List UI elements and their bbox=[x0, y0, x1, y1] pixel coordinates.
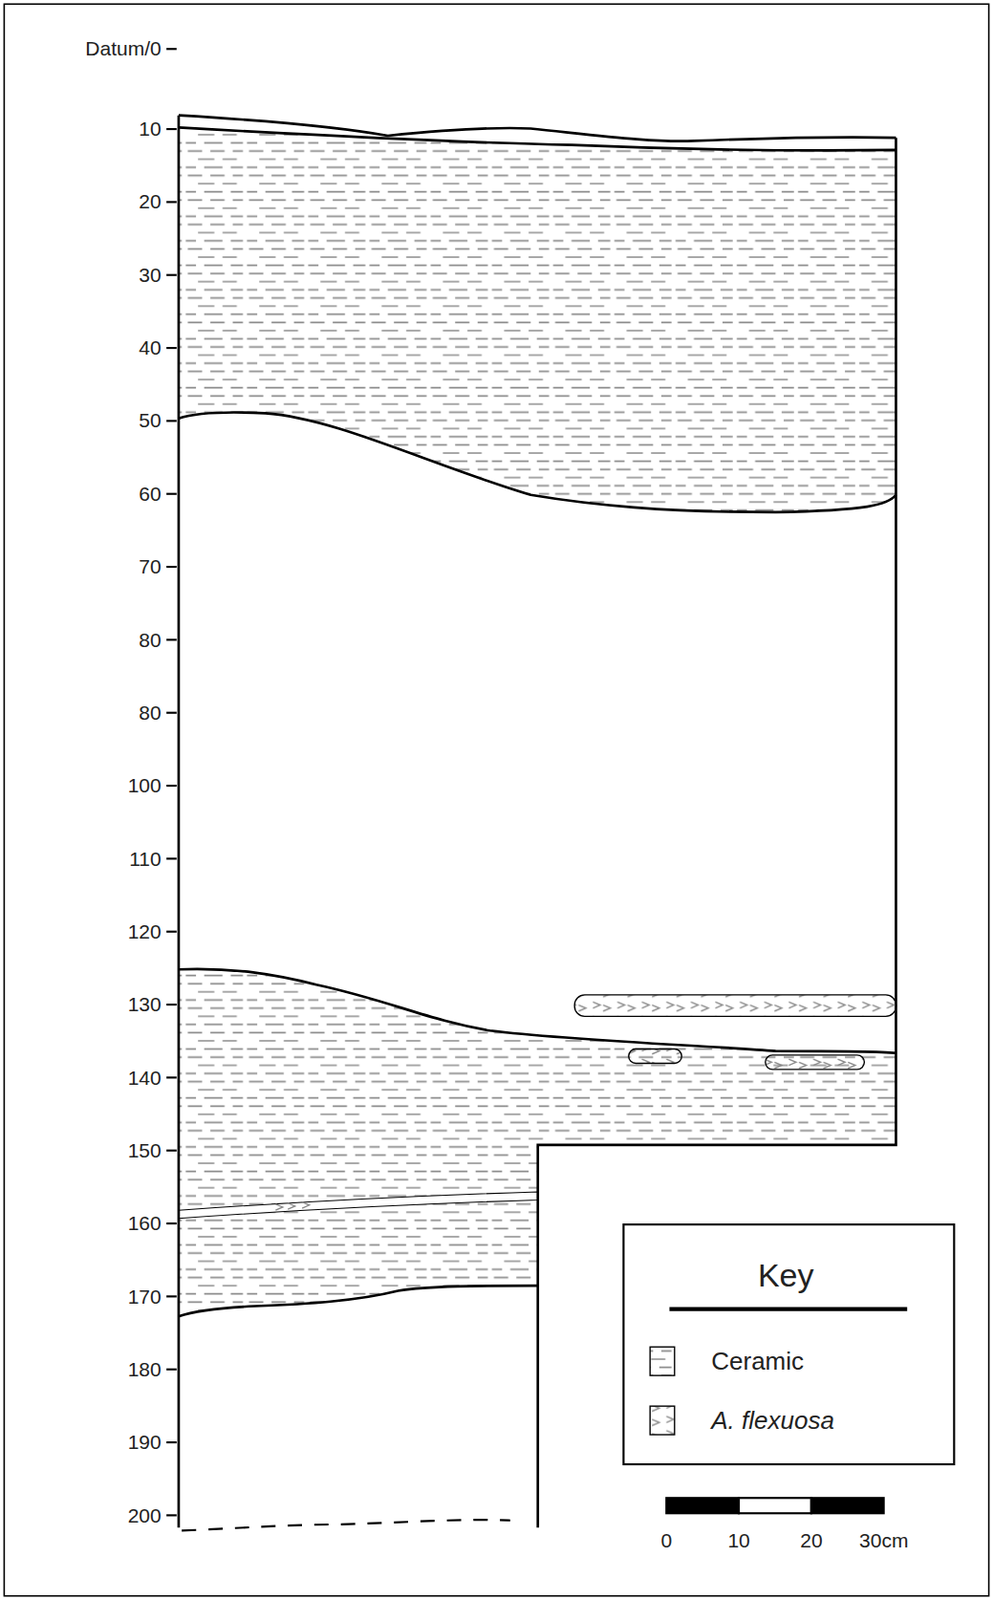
depth-label: 120 bbox=[128, 920, 162, 943]
depth-label: 80 bbox=[138, 701, 161, 724]
thin-lens bbox=[178, 1191, 539, 1219]
depth-label: 190 bbox=[128, 1431, 162, 1454]
depth-ticks bbox=[166, 48, 177, 1515]
frame bbox=[3, 3, 989, 1596]
depth-label: 40 bbox=[138, 337, 161, 360]
shell-lens bbox=[765, 1055, 865, 1070]
depth-label: 60 bbox=[138, 482, 161, 505]
legend-label: A. flexuosa bbox=[711, 1406, 835, 1435]
scale-label: 20 bbox=[799, 1530, 822, 1553]
depth-label: 160 bbox=[128, 1212, 162, 1235]
shell-marks bbox=[275, 1202, 309, 1211]
key-box bbox=[623, 1224, 954, 1465]
depth-label: 100 bbox=[128, 775, 162, 798]
key-underline bbox=[669, 1307, 907, 1312]
shell-lens bbox=[574, 994, 896, 1016]
ceramic-layer bbox=[178, 127, 897, 512]
depth-label: 140 bbox=[128, 1066, 162, 1089]
base-line bbox=[181, 1519, 511, 1531]
depth-label: 180 bbox=[128, 1358, 162, 1381]
depth-label: 110 bbox=[129, 847, 161, 870]
depth-label: 130 bbox=[128, 993, 162, 1016]
legend-label: Ceramic bbox=[711, 1347, 804, 1376]
ceramic-sample bbox=[649, 1346, 675, 1376]
key-title: Key bbox=[757, 1257, 815, 1294]
shell-lens bbox=[628, 1048, 683, 1063]
depth-label: 150 bbox=[128, 1139, 162, 1162]
scale-label: 30cm bbox=[859, 1530, 908, 1553]
depth-label: 30 bbox=[138, 263, 161, 286]
depth-label: 170 bbox=[128, 1285, 162, 1308]
depth-label: 20 bbox=[138, 191, 161, 214]
shell-sample bbox=[649, 1405, 675, 1435]
scale-label: 0 bbox=[660, 1530, 672, 1553]
depth-label: 50 bbox=[138, 410, 161, 432]
depth-label: 80 bbox=[138, 628, 161, 651]
depth-label: 200 bbox=[128, 1504, 162, 1527]
depth-label: 70 bbox=[138, 556, 161, 579]
scale-label: 10 bbox=[727, 1530, 750, 1553]
datum-label: Datum/0 bbox=[85, 38, 161, 61]
depth-label: 10 bbox=[138, 118, 161, 141]
scale-bar bbox=[666, 1497, 884, 1513]
